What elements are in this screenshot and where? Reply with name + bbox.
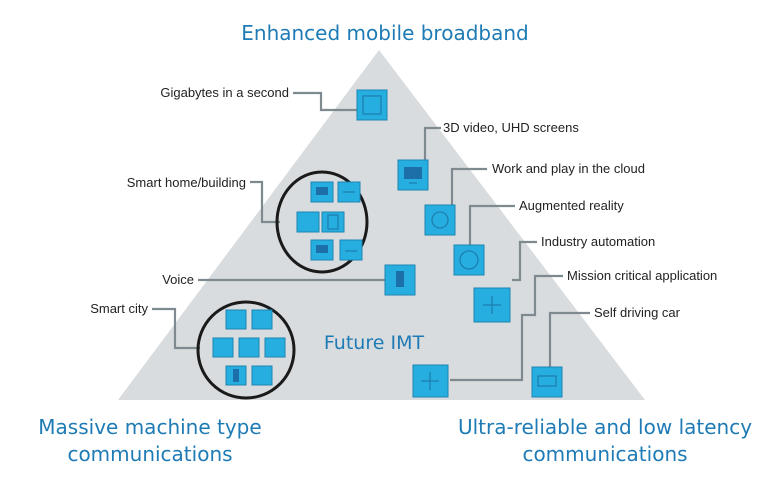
- title-enhanced-mobile-broadband: Enhanced mobile broadband: [241, 21, 528, 45]
- label-industry-automation: Industry automation: [541, 234, 655, 249]
- car-icon: [531, 366, 563, 398]
- label-smart-home-building: Smart home/building: [127, 175, 246, 190]
- uhd-screen-icon: [397, 159, 429, 191]
- phone-icon: [384, 264, 416, 296]
- label-work-play-cloud: Work and play in the cloud: [492, 161, 645, 176]
- label-smart-city: Smart city: [90, 301, 148, 316]
- industry-automation-icon: [473, 287, 511, 323]
- label-mission-critical: Mission critical application: [567, 268, 717, 283]
- augmented-reality-icon: [453, 244, 485, 276]
- label-self-driving-car: Self driving car: [594, 305, 681, 320]
- mission-critical-icon: [412, 364, 449, 398]
- smart-city-cluster: [196, 300, 296, 400]
- gigabytes-icon: [356, 89, 388, 121]
- label-3d-video-uhd: 3D video, UHD screens: [443, 120, 579, 135]
- title-ultra-reliable-line2: communications: [522, 442, 687, 466]
- title-ultra-reliable-line1: Ultra-reliable and low latency: [458, 415, 752, 439]
- smart-home-cluster: [275, 170, 369, 274]
- usage-scenario-triangle: [118, 50, 645, 400]
- label-voice: Voice: [162, 272, 194, 287]
- label-gigabytes-in-a-second: Gigabytes in a second: [160, 85, 289, 100]
- label-augmented-reality: Augmented reality: [519, 198, 624, 213]
- label-future-imt: Future IMT: [324, 332, 425, 354]
- cloud-icon: [424, 204, 456, 236]
- title-massive-machine-type-line1: Massive machine type: [38, 415, 261, 439]
- title-massive-machine-type-line2: communications: [67, 442, 232, 466]
- leader-lines: [152, 91, 590, 382]
